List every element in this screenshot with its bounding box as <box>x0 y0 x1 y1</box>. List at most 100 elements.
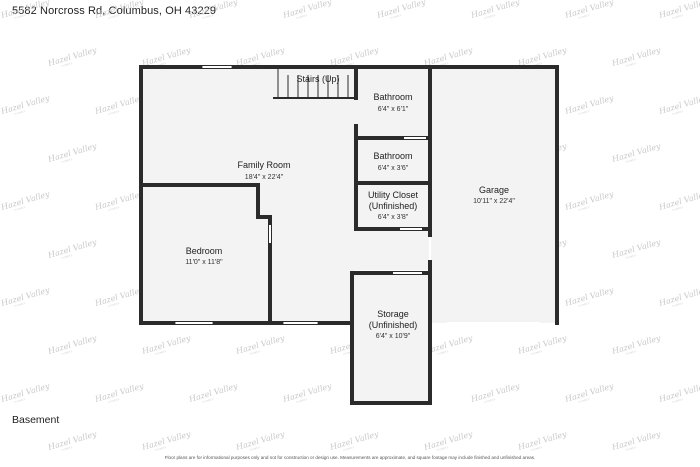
storage-dims: 6'4" x 10'9" <box>376 333 411 340</box>
utility-closet-name: Utility Closet <box>368 190 419 200</box>
svg-text:HOMES: HOMES <box>578 109 590 116</box>
svg-text:HOMES: HOMES <box>108 13 120 20</box>
svg-text:HOMES: HOMES <box>61 253 73 260</box>
svg-text:HOMES: HOMES <box>531 349 543 356</box>
utility-closet-dims: 6'4" x 3'8" <box>378 214 409 221</box>
svg-text:Hazel Valley: Hazel Valley <box>0 0 51 20</box>
svg-text:HOMES: HOMES <box>202 13 214 20</box>
svg-text:HOMES: HOMES <box>578 301 590 308</box>
svg-text:HOMES: HOMES <box>343 349 355 356</box>
svg-text:HOMES: HOMES <box>14 205 26 212</box>
svg-text:Hazel Valley: Hazel Valley <box>375 0 427 20</box>
svg-text:HOMES: HOMES <box>578 205 590 212</box>
bathroom-1-dims: 6'4" x 6'1" <box>378 106 409 113</box>
svg-text:HOMES: HOMES <box>202 397 214 404</box>
window-frames <box>174 65 319 325</box>
property-address: 5582 Norcross Rd, Columbus, OH 43229 <box>12 5 217 17</box>
family-room-dims: 18'4" x 22'4" <box>245 174 284 181</box>
bathroom-2-name: Bathroom <box>373 151 412 161</box>
svg-text:HOMES: HOMES <box>249 349 261 356</box>
svg-text:HOMES: HOMES <box>390 13 402 20</box>
bedroom-dims: 11'0" x 11'8" <box>185 259 223 266</box>
outer-wall-top-right <box>139 65 559 325</box>
storage-status: (Unfinished) <box>369 320 418 330</box>
openings <box>175 66 540 324</box>
svg-text:HOMES: HOMES <box>61 157 73 164</box>
svg-text:HOMES: HOMES <box>672 13 684 20</box>
svg-text:Hazel Valley: Hazel Valley <box>469 0 521 20</box>
garage-name: Garage <box>479 185 509 195</box>
svg-text:Hazel Valley: Hazel Valley <box>187 0 239 20</box>
svg-text:HOMES: HOMES <box>672 301 684 308</box>
svg-text:HOMES: HOMES <box>484 13 496 20</box>
floor-label: Basement <box>12 414 60 426</box>
svg-text:HOMES: HOMES <box>578 397 590 404</box>
svg-text:HOMES: HOMES <box>108 397 120 404</box>
svg-text:HOMES: HOMES <box>437 445 449 452</box>
svg-text:HOMES: HOMES <box>61 349 73 356</box>
svg-text:Hazel Valley: Hazel Valley <box>93 0 145 20</box>
svg-text:HOMES: HOMES <box>625 61 637 68</box>
svg-text:HOMES: HOMES <box>531 445 543 452</box>
svg-text:HOMES: HOMES <box>14 13 26 20</box>
svg-text:HOMES: HOMES <box>14 397 26 404</box>
floor-fills <box>141 67 557 403</box>
stairs <box>273 69 356 99</box>
svg-text:HOMES: HOMES <box>672 397 684 404</box>
utility-closet-status: (Unfinished) <box>369 201 418 211</box>
svg-text:HOMES: HOMES <box>108 205 120 212</box>
svg-text:HOMES: HOMES <box>155 61 167 68</box>
svg-text:HOMES: HOMES <box>155 445 167 452</box>
svg-text:HOMES: HOMES <box>296 397 308 404</box>
svg-text:HOMES: HOMES <box>61 61 73 68</box>
bathroom-2-dims: 6'4" x 3'6" <box>378 165 409 172</box>
storage-name: Storage <box>377 309 409 319</box>
bedroom-name: Bedroom <box>186 246 223 256</box>
svg-text:HOMES: HOMES <box>531 61 543 68</box>
svg-text:HOMES: HOMES <box>625 253 637 260</box>
outer-wall-left-bottom <box>139 65 354 325</box>
svg-text:HOMES: HOMES <box>625 157 637 164</box>
stairs-label: Stairs (Up) <box>296 74 339 84</box>
garage-dims: 10'11" x 22'4" <box>473 198 515 205</box>
svg-text:HOMES: HOMES <box>108 109 120 116</box>
svg-text:HOMES: HOMES <box>437 349 449 356</box>
svg-text:HOMES: HOMES <box>578 13 590 20</box>
family-room-name: Family Room <box>237 160 290 170</box>
svg-text:HOMES: HOMES <box>625 349 637 356</box>
svg-text:HOMES: HOMES <box>343 61 355 68</box>
svg-text:HOMES: HOMES <box>14 109 26 116</box>
bedroom-walls <box>139 183 272 325</box>
storage-walls <box>350 271 432 405</box>
svg-text:HOMES: HOMES <box>625 445 637 452</box>
